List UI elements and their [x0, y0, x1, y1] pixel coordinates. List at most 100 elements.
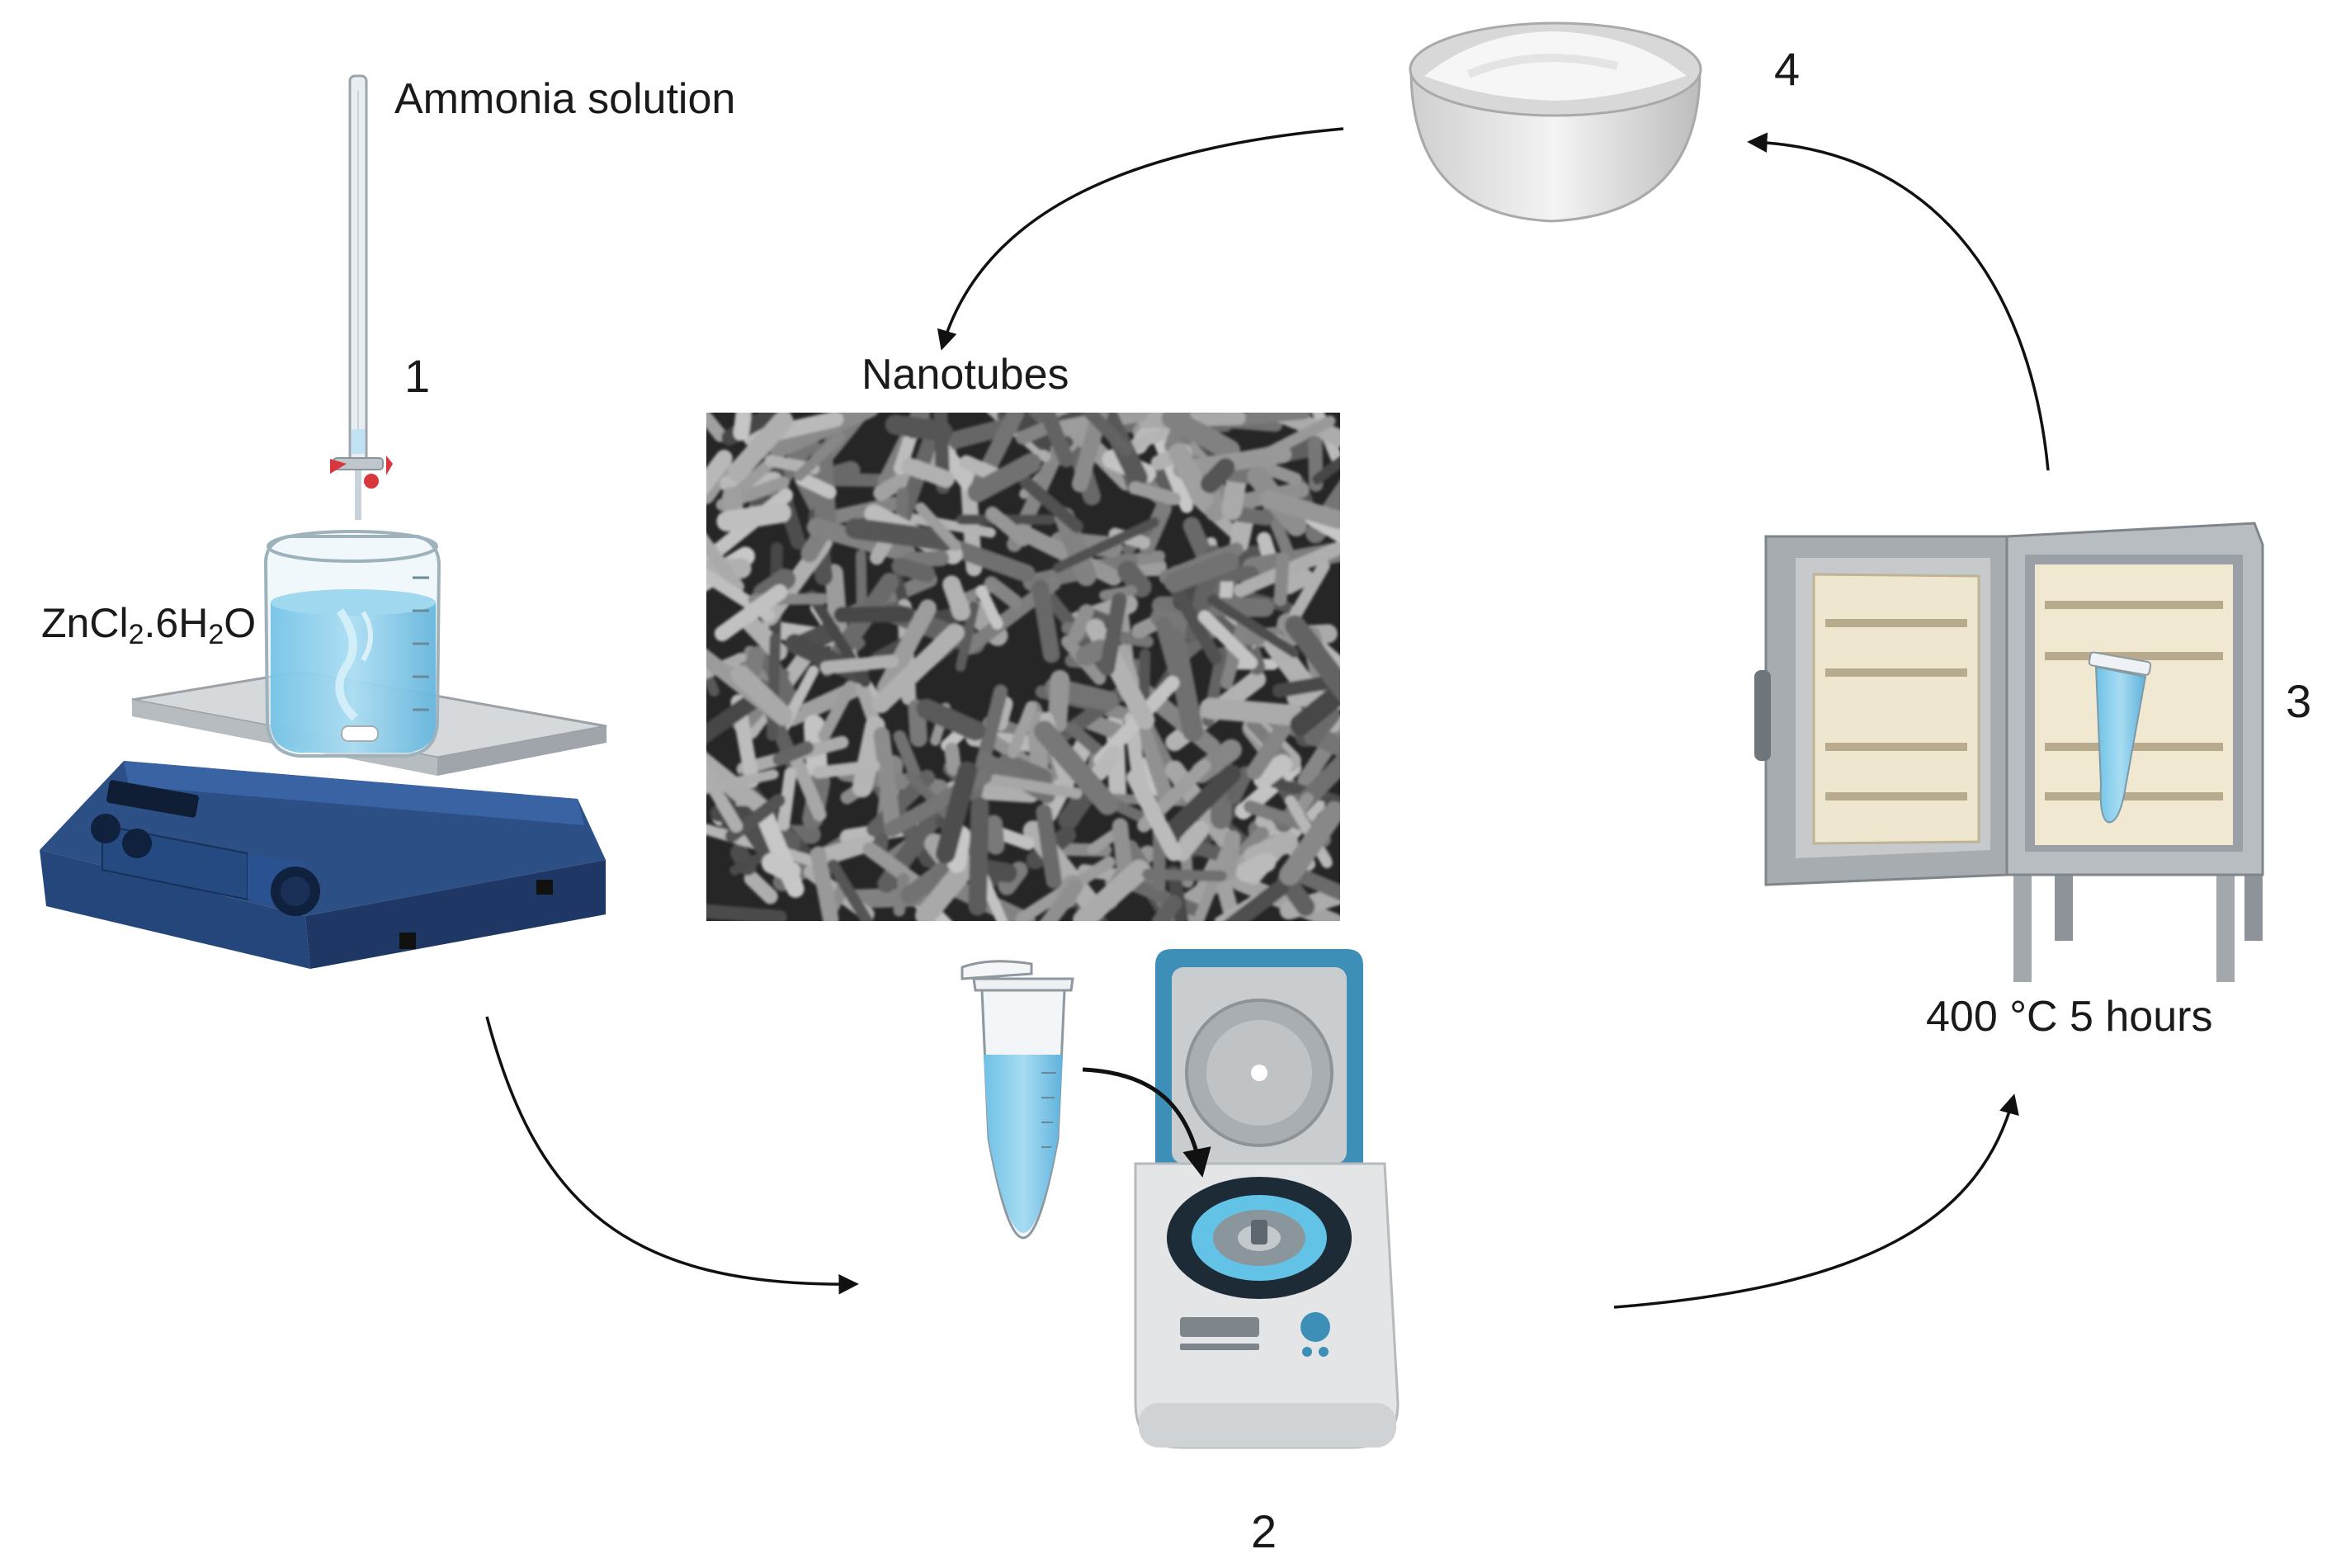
nanotube-rod	[891, 557, 936, 583]
nanotube-rod	[984, 506, 1031, 547]
nanotube-rod	[1244, 800, 1314, 833]
nanotube-rod	[716, 502, 791, 532]
muffle-furnace-icon	[1754, 522, 2264, 982]
nanotube-rod	[1304, 706, 1340, 747]
nanotube-rod	[915, 854, 979, 921]
nanotube-rod	[1065, 722, 1104, 757]
nanotube-rod	[1126, 769, 1182, 862]
nanotube-rod	[1129, 481, 1182, 506]
nanotube-rod	[946, 539, 1036, 583]
beaker-icon	[263, 530, 441, 758]
nanotube-rod	[1207, 594, 1300, 659]
nanotube-rod	[885, 414, 953, 442]
formula-part: .6H	[144, 600, 209, 646]
nanotube-rod	[706, 449, 733, 511]
nanotube-rod	[1164, 551, 1239, 593]
nanotube-rod	[1033, 720, 1119, 815]
nanotube-rod	[761, 852, 801, 882]
nanotube-rod	[1022, 879, 1083, 921]
nanotube-rod	[706, 769, 779, 800]
nanotube-rod	[1047, 669, 1070, 733]
arrow-2-to-3	[1613, 1093, 2019, 1309]
nanotube-rod	[1015, 423, 1050, 445]
nanotube-rod	[1151, 895, 1182, 921]
nanotube-rod	[1019, 475, 1083, 533]
nanotube-rod	[777, 767, 797, 831]
nanotube-rod	[1272, 676, 1331, 698]
nanotube-rod	[1226, 766, 1253, 805]
nanotube-rod	[772, 740, 814, 767]
formula-subscript: 2	[128, 619, 144, 650]
nanotube-rod	[898, 512, 996, 538]
nanotube-rod	[816, 835, 874, 866]
nanotube-rod	[1116, 560, 1152, 598]
formula-part: ZnCl	[41, 600, 129, 646]
nanotube-rod	[1050, 413, 1134, 457]
nanotube-rod	[1031, 579, 1060, 664]
nanotube-rod	[1007, 701, 1037, 758]
nanotube-rod	[1164, 574, 1223, 665]
nanotube-rod	[1279, 568, 1314, 595]
nanotube-rod	[812, 759, 880, 779]
nanotube-rod	[968, 797, 989, 916]
nanotube-rod	[1197, 610, 1258, 669]
zinc-chloride-label: ZnCl2.6H2O	[41, 602, 256, 649]
nanotube-rod	[733, 413, 754, 442]
furnace-condition-label: 400 °C 5 hours	[1926, 993, 2213, 1041]
step-number-2: 2	[1251, 1505, 1277, 1557]
nanotube-rod	[794, 431, 846, 482]
nanotube-rod	[1253, 459, 1302, 486]
formula-subscript: 2	[208, 619, 224, 650]
nanotube-rod	[1284, 615, 1340, 717]
nanotube-rod	[1112, 818, 1133, 876]
nanotube-rod	[1091, 745, 1122, 781]
microcentrifuge-tube-icon	[961, 960, 1074, 1240]
nanotube-rod	[1160, 764, 1241, 843]
nanotube-rod	[901, 457, 955, 488]
nanotube-rod	[833, 606, 914, 623]
nanotube-rod	[935, 761, 978, 864]
centrifuge-icon	[1134, 949, 1400, 1449]
nanotube-rod	[706, 413, 728, 442]
nanotube-rod	[1253, 754, 1292, 789]
nanotube-rod	[1221, 879, 1290, 921]
nanotube-rod	[975, 772, 1083, 800]
step-number-3: 3	[2286, 675, 2312, 727]
nanotube-rod	[871, 623, 965, 714]
nanotube-rod	[915, 502, 961, 551]
sem-micrograph	[706, 413, 1340, 921]
nanotube-rod	[1236, 852, 1277, 882]
nanotube-rod	[789, 753, 827, 822]
nanotube-rod	[1027, 413, 1074, 468]
nanotube-rod	[1260, 489, 1340, 529]
nanotube-rod	[714, 584, 788, 642]
nanotube-rod	[1289, 560, 1330, 621]
nanotube-rod	[1192, 847, 1231, 921]
nanotube-rod	[795, 472, 837, 499]
nanotube-rod	[1200, 458, 1235, 494]
nanotube-rod	[862, 842, 927, 893]
nanotube-rod	[975, 584, 1003, 630]
formula-part: O	[224, 600, 257, 646]
nanotube-rod	[1246, 718, 1293, 780]
nanotube-rod	[984, 815, 1005, 855]
nanotube-rod	[1068, 604, 1094, 644]
nanotube-rod	[1234, 541, 1340, 597]
nanotube-rod	[1073, 859, 1150, 921]
nanotube-rod	[955, 600, 979, 672]
nanotube-rod	[706, 529, 744, 593]
nanotube-rod	[1071, 413, 1116, 493]
nanotube-rod	[938, 875, 1036, 921]
nanotube-rod	[730, 664, 792, 725]
burette-icon	[330, 74, 393, 520]
nanotube-rod	[818, 680, 857, 742]
nanotube-rod	[809, 846, 839, 921]
arrow-4-to-sem	[937, 127, 1344, 351]
arrow-centrifuge-in	[1082, 1067, 1211, 1178]
nanotube-rod	[743, 871, 778, 904]
nanotube-rod	[1052, 517, 1159, 573]
nanotube-rod	[1312, 451, 1340, 485]
nanotube-rod	[1273, 552, 1290, 607]
